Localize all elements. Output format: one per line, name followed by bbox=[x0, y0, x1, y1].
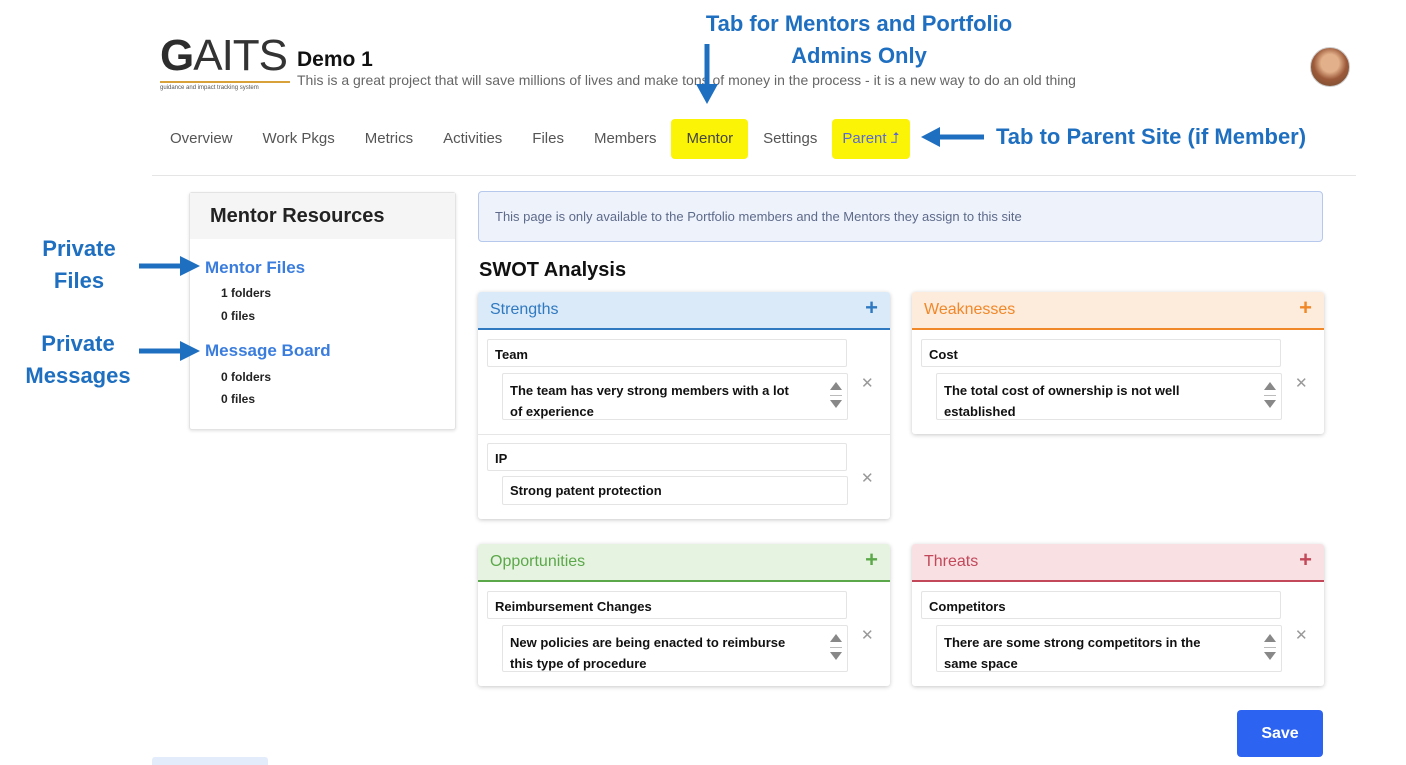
annotation-private-files: Private Files bbox=[42, 236, 116, 293]
weakness-text: The total cost of ownership is not well … bbox=[944, 383, 1180, 419]
tab-work-pkgs[interactable]: Work Pkgs bbox=[262, 130, 335, 147]
tab-metrics[interactable]: Metrics bbox=[364, 130, 414, 147]
resize-spinner-icon[interactable] bbox=[830, 631, 842, 667]
threat-name-field[interactable]: Competitors bbox=[921, 591, 1281, 619]
remove-strength-icon[interactable]: ✕ bbox=[861, 375, 874, 392]
opportunity-text: New policies are being enacted to reimbu… bbox=[510, 635, 786, 671]
add-weakness-button[interactable]: + bbox=[1299, 295, 1312, 320]
remove-weakness-icon[interactable]: ✕ bbox=[1295, 375, 1308, 392]
tab-members[interactable]: Members bbox=[593, 130, 657, 147]
project-tabs: Overview Work Pkgs Metrics Activities Fi… bbox=[155, 118, 910, 160]
opportunity-text-field[interactable]: New policies are being enacted to reimbu… bbox=[502, 625, 848, 672]
strength-text-field[interactable]: Strong patent protection bbox=[502, 476, 848, 505]
mentor-files-link[interactable]: Mentor Files bbox=[205, 258, 306, 277]
strengths-title: Strengths bbox=[490, 301, 559, 318]
tab-files[interactable]: Files bbox=[532, 130, 564, 147]
resize-spinner-icon[interactable] bbox=[1264, 379, 1276, 415]
tabs-divider bbox=[152, 175, 1356, 176]
gaits-logo: GAITS guidance and impact tracking syste… bbox=[160, 34, 292, 96]
annotation-mentor-tab: Tab for Mentors and Portfolio Admins Onl… bbox=[705, 11, 1013, 68]
threat-text-field[interactable]: There are some strong competitors in the… bbox=[936, 625, 1282, 672]
strength-text: The team has very strong members with a … bbox=[510, 383, 789, 419]
user-avatar[interactable] bbox=[1310, 47, 1350, 87]
project-title: Demo 1 bbox=[297, 48, 373, 71]
tab-overview[interactable]: Overview bbox=[170, 130, 233, 147]
threats-title: Threats bbox=[924, 553, 979, 570]
opportunities-card: Opportunities + Reimbursement Changes Ne… bbox=[478, 544, 890, 686]
mentor-resources-panel: Mentor Resources Mentor Files 1 folders … bbox=[189, 192, 456, 430]
logo-letter: G bbox=[160, 31, 194, 80]
strengths-header: Strengths + bbox=[478, 292, 890, 330]
strength-name-field[interactable]: IP bbox=[487, 443, 847, 471]
strength-name-field[interactable]: Team bbox=[487, 339, 847, 367]
tab-activities[interactable]: Activities bbox=[443, 130, 503, 147]
remove-strength-icon[interactable]: ✕ bbox=[861, 470, 874, 487]
weaknesses-card: Weaknesses + Cost The total cost of owne… bbox=[912, 292, 1324, 434]
resize-spinner-icon[interactable] bbox=[830, 379, 842, 415]
swot-title: SWOT Analysis bbox=[479, 259, 627, 281]
project-description: This is a great project that will save m… bbox=[297, 72, 1076, 88]
add-opportunity-button[interactable]: + bbox=[865, 547, 878, 572]
message-board-link[interactable]: Message Board bbox=[205, 341, 331, 360]
logo-wordmark: AITS bbox=[193, 31, 288, 80]
mentor-resources-title: Mentor Resources bbox=[190, 193, 455, 239]
footer-tab-stub bbox=[152, 757, 268, 765]
remove-opportunity-icon[interactable]: ✕ bbox=[861, 627, 874, 644]
add-strength-button[interactable]: + bbox=[865, 295, 878, 320]
strength-text-field[interactable]: The team has very strong members with a … bbox=[502, 373, 848, 420]
add-threat-button[interactable]: + bbox=[1299, 547, 1312, 572]
opportunities-header: Opportunities + bbox=[478, 544, 890, 582]
resize-spinner-icon[interactable] bbox=[1264, 631, 1276, 667]
threats-card: Threats + Competitors There are some str… bbox=[912, 544, 1324, 686]
tab-parent[interactable]: Parent ⮥ bbox=[832, 119, 910, 159]
parent-arrow-head bbox=[921, 127, 940, 147]
message-board-files: 0 files bbox=[221, 392, 256, 406]
message-board-folders: 0 folders bbox=[221, 370, 272, 384]
weakness-text-field[interactable]: The total cost of ownership is not well … bbox=[936, 373, 1282, 420]
strength-text: Strong patent protection bbox=[510, 483, 662, 498]
logo-rule bbox=[160, 81, 290, 83]
mentor-files-folders: 1 folders bbox=[221, 286, 272, 300]
weakness-name-field[interactable]: Cost bbox=[921, 339, 1281, 367]
tab-settings[interactable]: Settings bbox=[763, 130, 818, 147]
opportunity-name-field[interactable]: Reimbursement Changes bbox=[487, 591, 847, 619]
mentor-files-files: 0 files bbox=[221, 309, 256, 323]
save-button[interactable]: Save bbox=[1237, 710, 1323, 757]
item-separator bbox=[478, 434, 890, 435]
annotation-private-messages: Private Messages bbox=[25, 331, 131, 388]
logo-tagline: guidance and impact tracking system bbox=[160, 85, 259, 91]
access-info-alert: This page is only available to the Portf… bbox=[478, 191, 1323, 242]
opportunities-title: Opportunities bbox=[490, 553, 586, 570]
threat-text: There are some strong competitors in the… bbox=[944, 635, 1201, 671]
weaknesses-title: Weaknesses bbox=[924, 301, 1016, 318]
remove-threat-icon[interactable]: ✕ bbox=[1295, 627, 1308, 644]
threats-header: Threats + bbox=[912, 544, 1324, 582]
strengths-card: Strengths + Team The team has very stron… bbox=[478, 292, 890, 519]
annotation-parent-tab: Tab to Parent Site (if Member) bbox=[996, 124, 1307, 149]
weaknesses-header: Weaknesses + bbox=[912, 292, 1324, 330]
tab-mentor[interactable]: Mentor bbox=[671, 119, 749, 159]
